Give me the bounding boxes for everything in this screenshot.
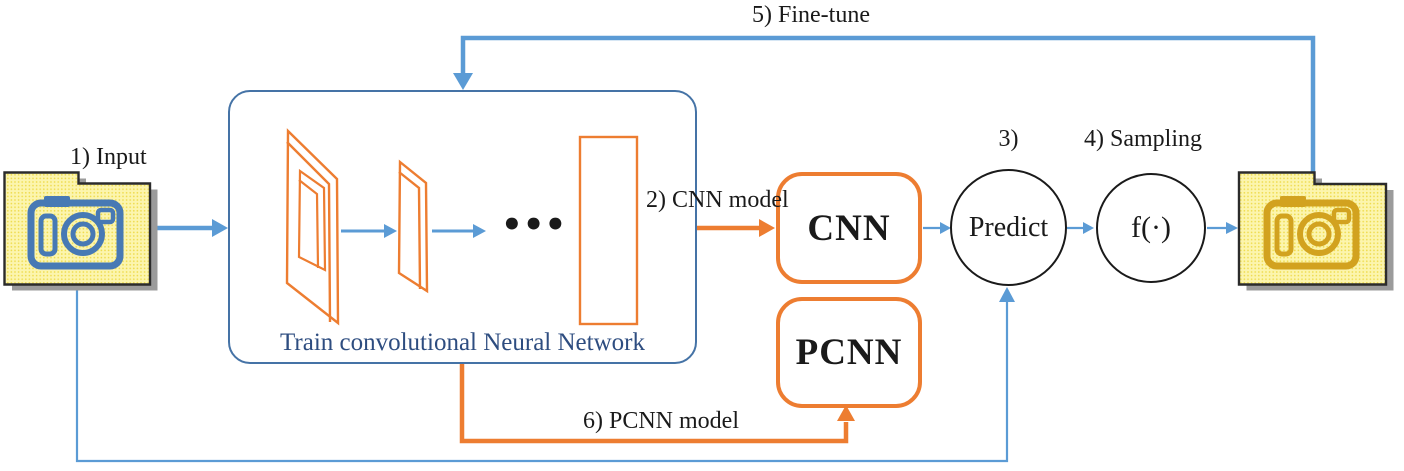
layer-arrow-2: [432, 224, 486, 238]
cnn-predict-arrow: [923, 222, 951, 234]
fc-layer-rect: [578, 135, 639, 326]
pcnn-node: PCNN: [776, 297, 922, 408]
fine-tune-arrow: [453, 35, 1316, 176]
sampling-fn-label: f(·): [1131, 211, 1171, 244]
sampling-label: 4) Sampling: [1084, 126, 1202, 152]
layer-arrow-1: [341, 224, 397, 238]
predict-node-label: Predict: [968, 211, 1049, 243]
input-label: 1) Input: [70, 144, 147, 170]
cnn-model-arrow: [697, 219, 775, 237]
input-arrow: [151, 219, 228, 237]
output-folder: [1237, 171, 1394, 291]
pcnn-model-arrow: [459, 363, 855, 444]
fine-tune-label: 5) Fine-tune: [752, 2, 870, 28]
ellipsis-dots: •••: [501, 205, 567, 245]
conv-layer-2: [397, 159, 429, 294]
step3-label: 3): [998, 126, 1019, 152]
input-folder: [3, 171, 158, 291]
input-predict-path: [75, 284, 1015, 463]
conv-kernel: [297, 168, 327, 272]
cnn-model-label: 2) CNN model: [646, 187, 789, 213]
cnn-node-label: CNN: [807, 207, 891, 249]
predict-node: Predict: [950, 169, 1067, 286]
pcnn-model-label: 6) PCNN model: [583, 408, 739, 434]
camera-icon: [1263, 196, 1360, 270]
train-box-label: Train convolutional Neural Network: [280, 329, 645, 356]
pcnn-node-label: PCNN: [795, 332, 903, 373]
cnn-node: CNN: [776, 172, 922, 284]
f-output-arrow: [1207, 222, 1238, 234]
camera-icon: [27, 196, 124, 270]
train-network-box: [228, 90, 697, 364]
predict-f-arrow: [1067, 222, 1094, 234]
sampling-fn-node: f(·): [1096, 173, 1206, 283]
